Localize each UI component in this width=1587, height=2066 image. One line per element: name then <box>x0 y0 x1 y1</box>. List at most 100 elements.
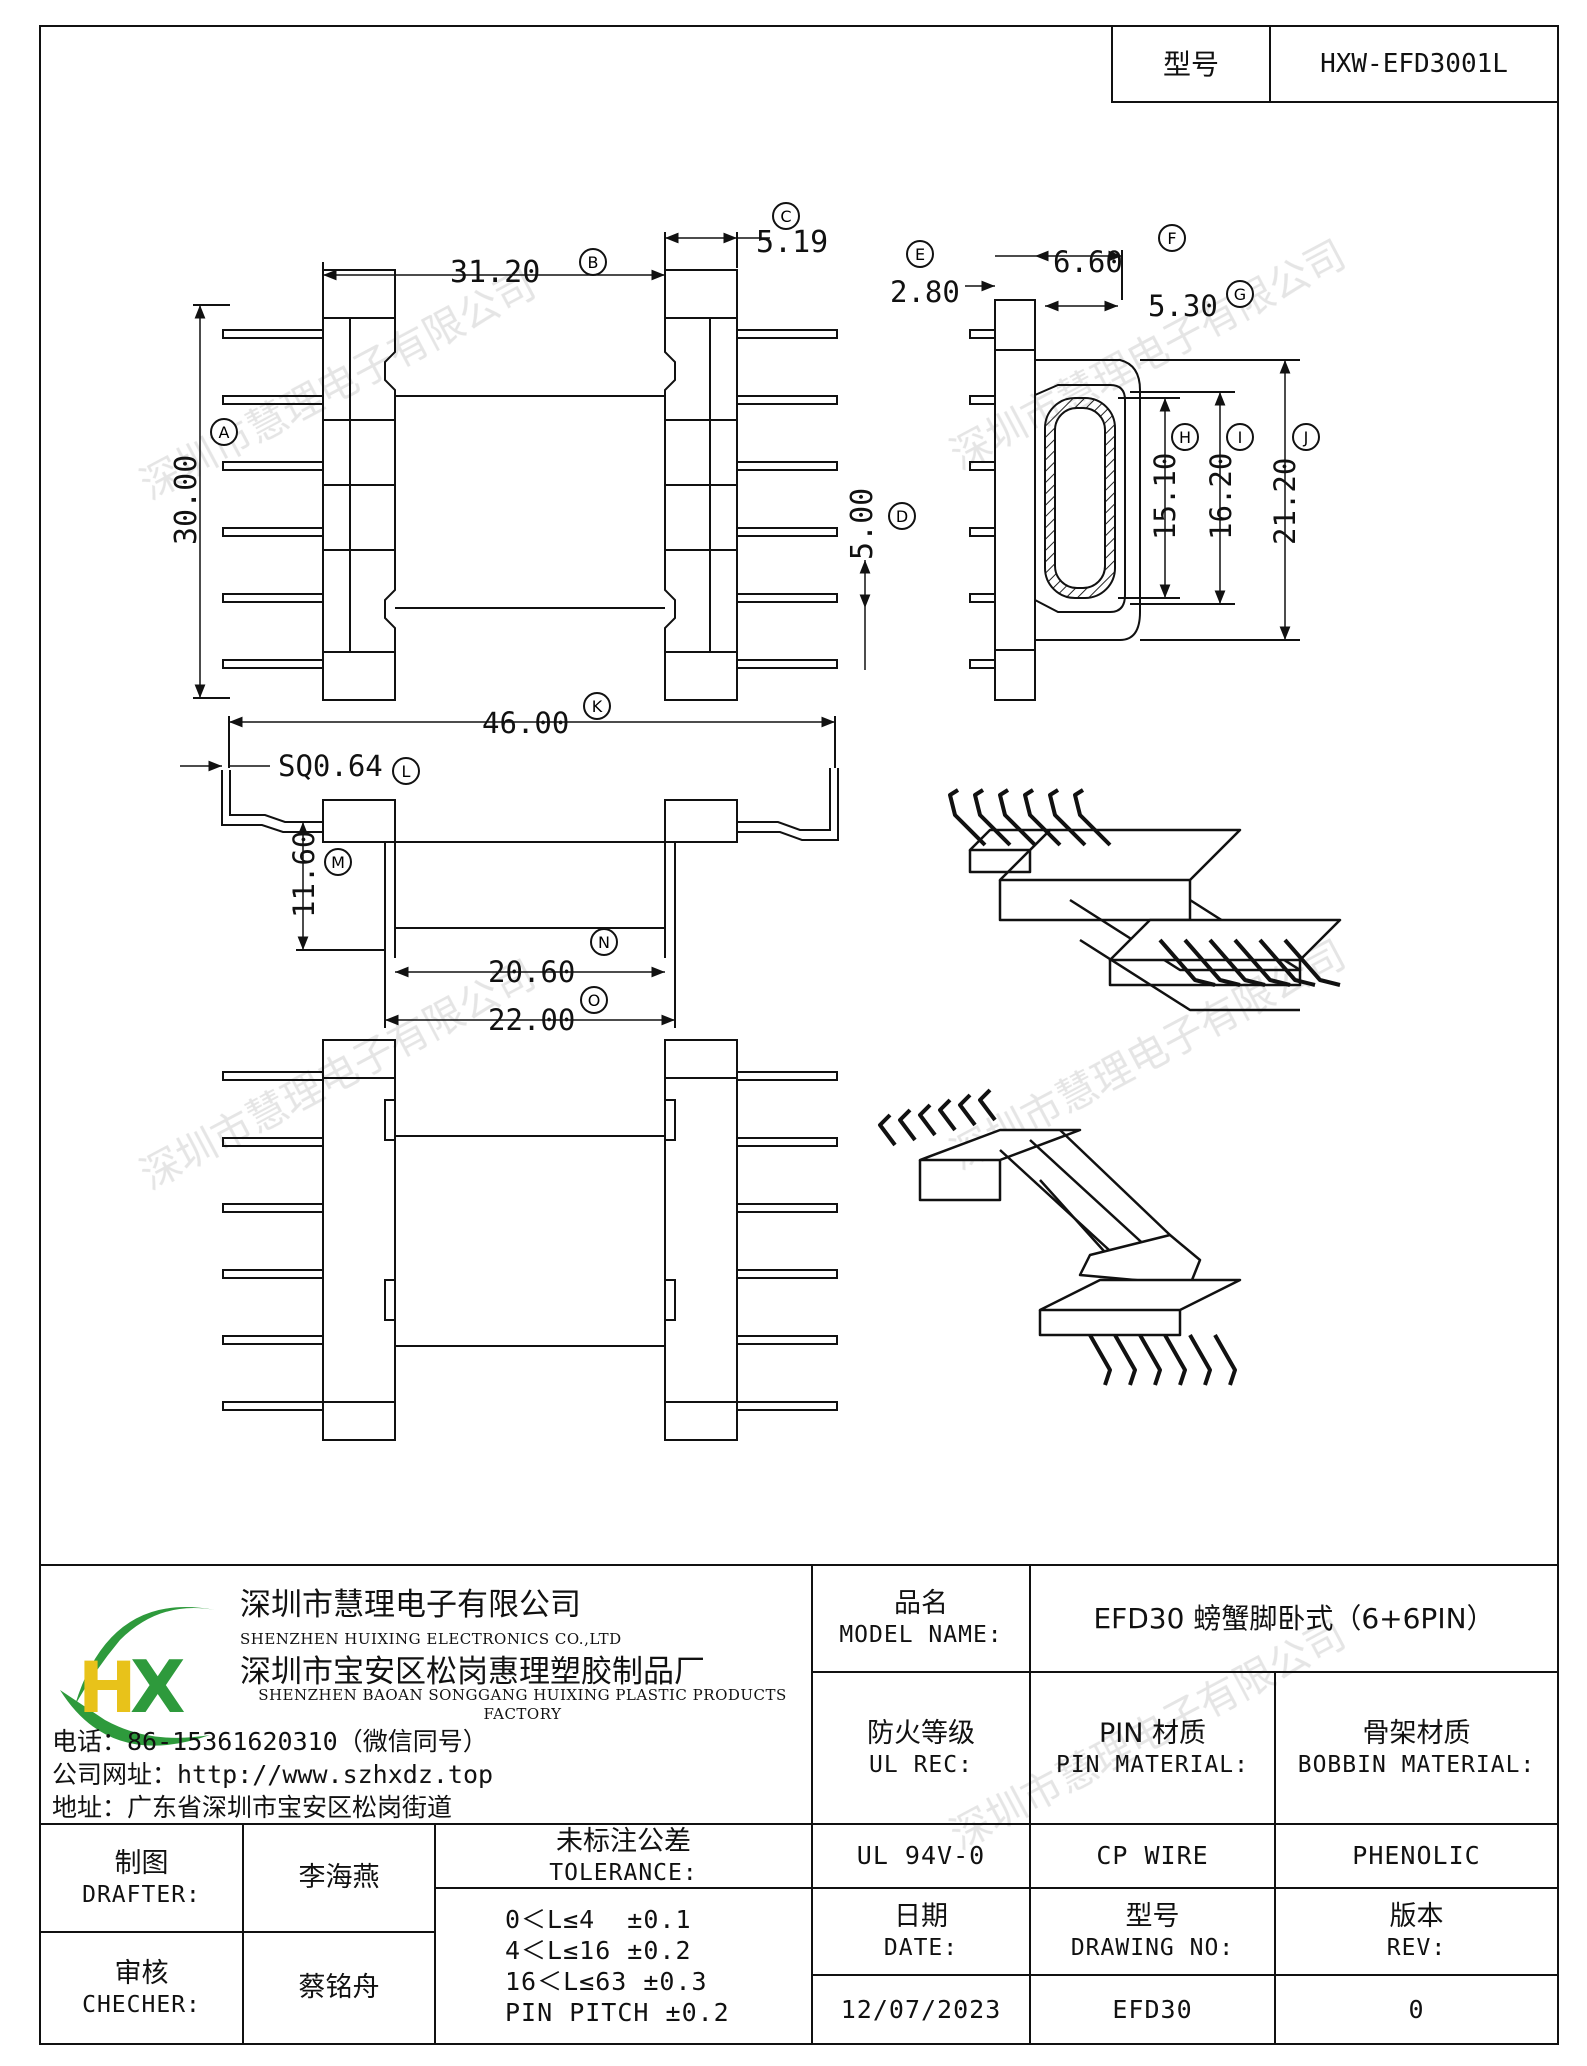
company-name-cn: 深圳市慧理电子有限公司 <box>240 1586 581 1623</box>
factory-name-cn: 深圳市宝安区松岗惠理塑胶制品厂 <box>240 1653 705 1690</box>
tolerance-row: 0＜L≤4 ±0.1 <box>505 1904 692 1934</box>
svg-text:F: F <box>1167 229 1176 248</box>
reference-marker-k: K <box>583 692 611 720</box>
checker-label-en: CHECHER: <box>82 1991 201 2018</box>
reference-marker-b: B <box>579 248 607 276</box>
tolerance-label-cn: 未标注公差 <box>556 1825 691 1857</box>
pin-material-label-en: PIN MATERIAL: <box>1055 1751 1249 1778</box>
dim-E: 2.80 <box>890 275 960 309</box>
drawing-no-label: 型号 DRAWING NO: <box>1030 1888 1275 1975</box>
reference-markers: A B C D E F G H I J K L M N O <box>210 202 1320 1014</box>
reference-marker-o: O <box>580 986 608 1014</box>
ul-rec-value: UL 94V-0 <box>856 1841 986 1871</box>
drawing-no-value: EFD30 <box>1112 1994 1193 2024</box>
tolerance-row: 4＜L≤16 ±0.2 <box>505 1935 692 1965</box>
svg-text:B: B <box>588 253 599 272</box>
svg-text:L: L <box>402 762 411 781</box>
dim-L: SQ0.64 <box>278 749 383 783</box>
reference-marker-d: D <box>888 502 916 530</box>
drafter-value: 李海燕 <box>298 1862 380 1894</box>
front-view <box>180 716 839 1028</box>
pin-material-label-cn: PIN 材质 <box>1098 1717 1207 1749</box>
side-view <box>965 250 1300 701</box>
date-value: 12/07/2023 <box>840 1994 1002 2024</box>
bobbin-material-label-cn: 骨架材质 <box>1362 1717 1471 1749</box>
drafter-label: 制图 DRAFTER: <box>40 1824 243 1932</box>
svg-text:N: N <box>598 933 610 952</box>
model-number: HXW-EFD3001L <box>1320 48 1508 79</box>
checker-value: 蔡铭舟 <box>298 1972 380 2004</box>
model-name-label: 品名 MODEL NAME: <box>812 1565 1030 1672</box>
svg-text:I: I <box>1238 428 1243 447</box>
svg-text:G: G <box>1234 285 1246 304</box>
outer-border <box>39 25 1559 2045</box>
reference-marker-h: H <box>1171 423 1199 451</box>
svg-text:K: K <box>592 697 603 716</box>
svg-text:E: E <box>915 245 925 264</box>
side-view-labels: 2.80 6.60 5.30 15.10 16.20 21.20 <box>890 245 1302 545</box>
title-block-grid <box>40 1564 1558 2044</box>
tolerance-label: 未标注公差 TOLERANCE: <box>435 1824 812 1888</box>
svg-text:O: O <box>588 991 601 1010</box>
dim-M: 11.60 <box>287 831 321 918</box>
reference-marker-g: G <box>1226 280 1254 308</box>
pin-material-value: CP WIRE <box>1096 1841 1209 1871</box>
model-name-value: EFD30 螃蟹脚卧式（6+6PIN） <box>1093 1602 1495 1635</box>
company-website: 公司网址：http://www.szhxdz.top <box>52 1760 494 1789</box>
svg-text:M: M <box>331 853 345 872</box>
checker-label: 审核 CHECHER: <box>40 1932 243 2044</box>
model-box <box>1111 25 1559 103</box>
model-label: 型号 <box>1162 47 1219 81</box>
bobbin-material-label-en: BOBBIN MATERIAL: <box>1297 1751 1536 1778</box>
reference-marker-f: F <box>1158 224 1186 252</box>
top-view-labels: 31.20 5.19 30.00 5.00 <box>169 225 880 560</box>
company-name-en: SHENZHEN HUIXING ELECTRONICS CO.,LTD <box>240 1629 622 1648</box>
rev-value: 0 <box>1408 1994 1425 2024</box>
date-label-en: DATE: <box>883 1935 959 1961</box>
drawing-no-label-cn: 型号 <box>1125 1901 1180 1933</box>
svg-text:H: H <box>78 1647 137 1729</box>
bobbin-material-label: 骨架材质 BOBBIN MATERIAL: <box>1275 1672 1558 1824</box>
dim-B: 31.20 <box>450 255 540 290</box>
dim-I: 16.20 <box>1204 453 1238 540</box>
drafter-label-en: DRAFTER: <box>82 1881 201 1908</box>
dim-D: 5.00 <box>845 488 880 560</box>
company-address: 地址：广东省深圳市宝安区松岗街道 <box>52 1793 453 1822</box>
svg-text:J: J <box>1303 428 1309 447</box>
reference-marker-n: N <box>590 928 618 956</box>
top-view <box>193 232 871 701</box>
tolerance-row: 16＜L≤63 ±0.3 <box>505 1967 708 1996</box>
svg-text:X: X <box>130 1645 186 1729</box>
dim-N: 20.60 <box>488 955 575 989</box>
reference-marker-a: A <box>210 418 238 446</box>
checker-label-cn: 审核 <box>114 1957 169 1989</box>
date-label: 日期 DATE: <box>812 1888 1030 1975</box>
dim-O: 22.00 <box>488 1003 575 1037</box>
svg-text:D: D <box>896 507 908 526</box>
rev-label-en: REV: <box>1386 1935 1447 1961</box>
isometric-view-2 <box>878 1088 1242 1386</box>
svg-text:C: C <box>780 207 791 226</box>
dim-A: 30.00 <box>169 455 204 545</box>
watermark-text: 深圳市慧理电子有限公司 <box>943 232 1353 479</box>
tolerance-table: 0＜L≤4 ±0.1 4＜L≤16 ±0.2 16＜L≤63 ±0.3 PIN … <box>435 1888 812 2044</box>
reference-marker-e: E <box>906 240 934 268</box>
drawing-no-label-en: DRAWING NO: <box>1070 1935 1235 1961</box>
dim-H: 15.10 <box>1148 453 1182 540</box>
reference-marker-m: M <box>324 848 352 876</box>
bobbin-material-value: PHENOLIC <box>1352 1841 1481 1871</box>
reference-marker-l: L <box>392 757 420 785</box>
pin-material-label: PIN 材质 PIN MATERIAL: <box>1030 1672 1275 1824</box>
date-label-cn: 日期 <box>894 1901 948 1933</box>
company-logo: H X <box>60 1607 215 1746</box>
dim-J: 21.20 <box>1268 458 1302 545</box>
dim-K: 46.00 <box>482 706 569 740</box>
factory-name-en: SHENZHEN BAOAN SONGGANG HUIXING PLASTIC … <box>258 1686 787 1723</box>
ul-rec-label: 防火等级 UL REC: <box>812 1672 1030 1824</box>
isometric-view-1 <box>948 788 1342 1012</box>
svg-text:A: A <box>219 423 230 442</box>
bottom-view <box>222 1039 838 1441</box>
reference-marker-i: I <box>1226 423 1254 451</box>
rev-label-cn: 版本 <box>1389 1901 1444 1933</box>
reference-marker-c: C <box>772 202 800 230</box>
